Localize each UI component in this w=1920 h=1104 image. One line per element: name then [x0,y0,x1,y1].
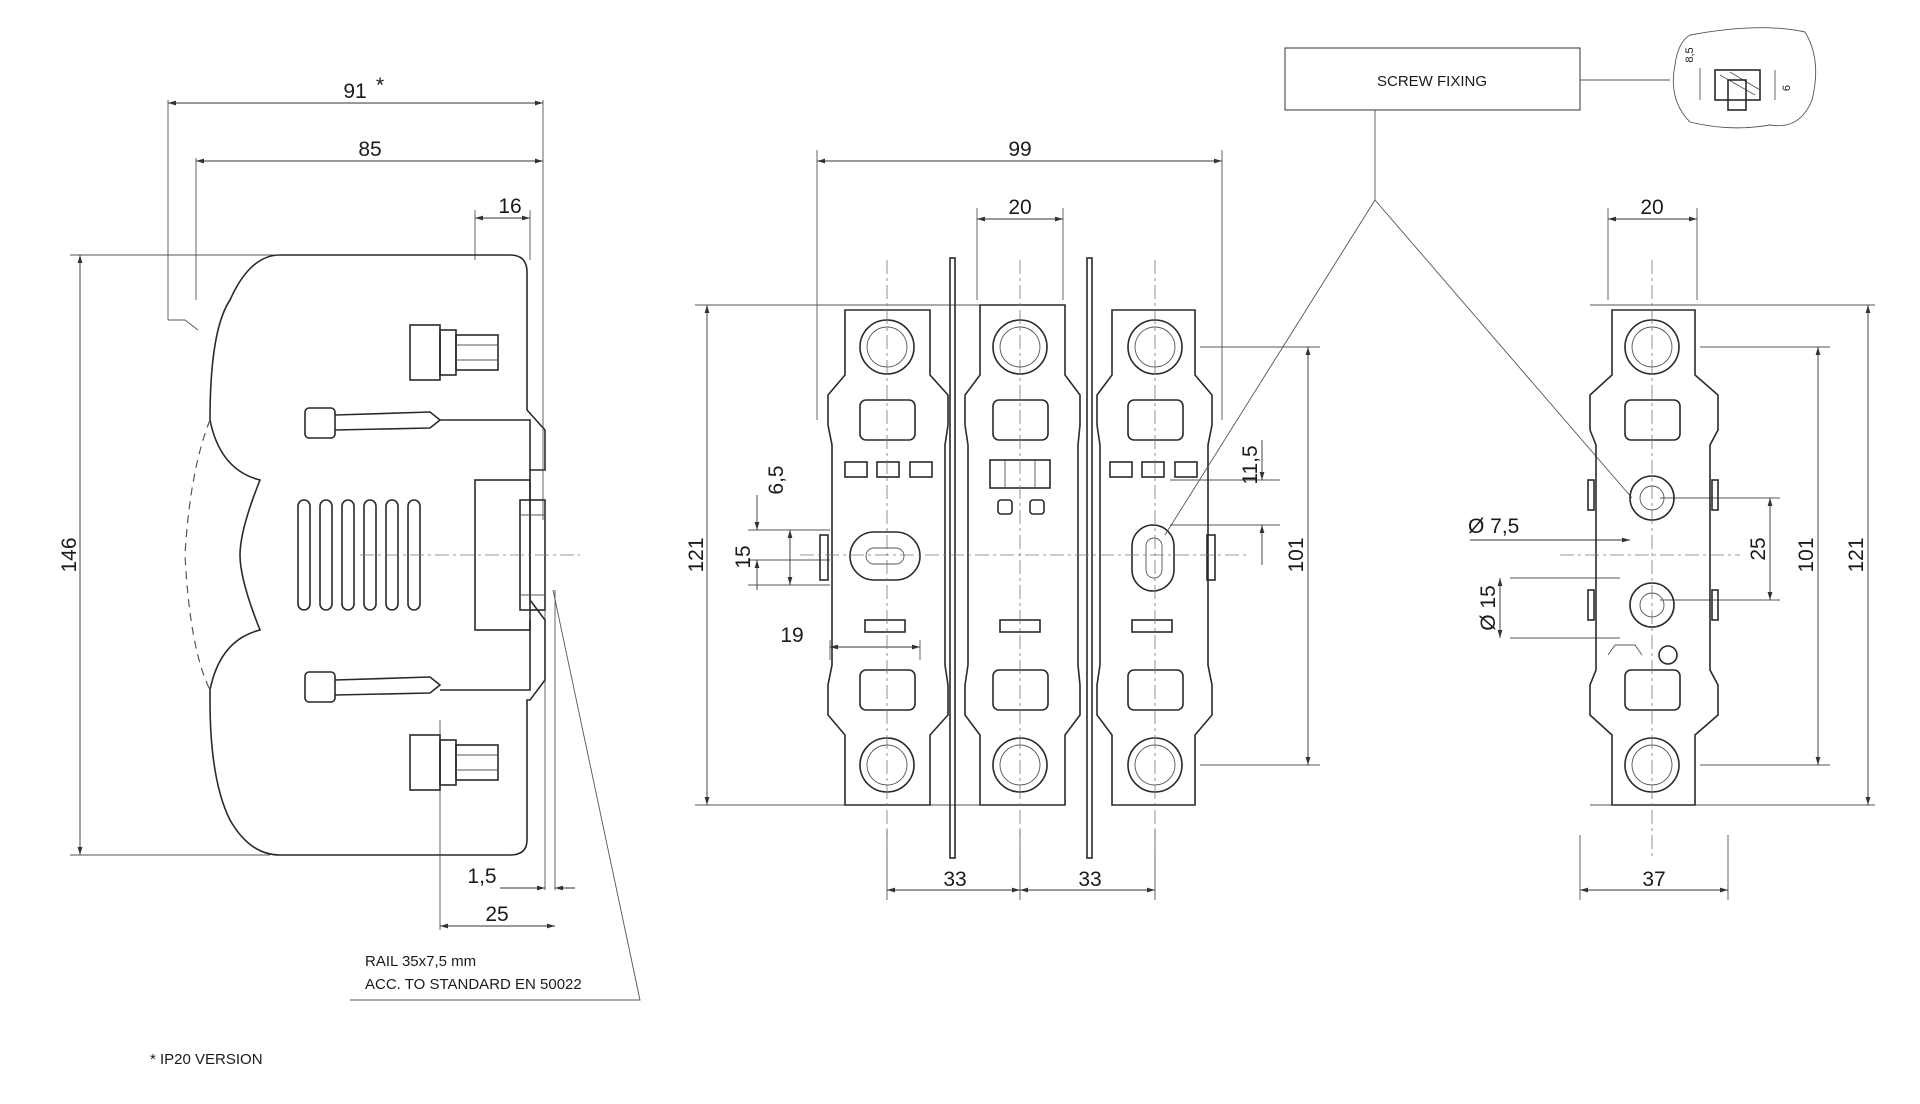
single-dim-hole-large: Ø 15 [1477,585,1500,631]
rail-note-line2: ACC. TO STANDARD EN 50022 [365,976,582,993]
side-view: 91 * 85 16 146 1,5 25 [58,74,641,1001]
dim-width-total: 91 [343,80,366,103]
pole-1 [819,309,949,806]
dim-width-total-mark: * [376,74,384,97]
screw-dim-6: 6 [1781,85,1793,91]
front-dim-6-5: 6,5 [765,465,788,494]
terminal-bolt-top [409,324,499,381]
front-dim-101: 101 [1285,537,1308,572]
front-dim-pitch-right: 33 [1078,868,1101,891]
front-dim-height: 121 [685,537,708,572]
screw-fixing-label: SCREW FIXING [1377,73,1487,90]
dim-top-right: 16 [498,195,521,218]
screw-dim-8-5: 8,5 [1684,47,1696,62]
front-dim-pole: 20 [1008,196,1031,219]
terminal-bolt-bottom [409,734,499,791]
pole-3 [1096,309,1216,806]
front-dim-15: 15 [732,545,755,568]
single-dim-121: 121 [1845,537,1868,572]
vent-slots [297,499,421,611]
dim-rail-offset: 1,5 [467,865,496,888]
rail-note: RAIL 35x7,5 mm ACC. TO STANDARD EN 50022 [365,953,582,993]
single-dim-hole-small: Ø 7,5 [1468,515,1519,538]
rail-note-line1: RAIL 35x7,5 mm [365,953,476,970]
front-dim-width: 99 [1008,138,1031,161]
front-dim-11-5: 11,5 [1239,445,1262,484]
single-dim-25: 25 [1747,537,1770,560]
ip20-footnote: * IP20 VERSION [150,1051,263,1068]
front-dim-pitch-left: 33 [943,868,966,891]
single-dim-bottom: 37 [1642,868,1665,891]
single-dim-top: 20 [1640,196,1663,219]
front-view: 99 20 121 6,5 15 19 11,5 101 33 33 [685,138,1320,900]
dim-rail-width: 25 [485,903,508,926]
dim-width-body: 85 [358,138,381,161]
single-pole-view: 20 Ø 7,5 Ø 15 25 101 121 37 [1468,196,1875,900]
screw-fixing-callout: SCREW FIXING 8,5 6 [1164,27,1817,536]
single-dim-101: 101 [1795,537,1818,572]
front-dim-19: 19 [780,624,803,647]
dim-height: 146 [58,537,81,572]
